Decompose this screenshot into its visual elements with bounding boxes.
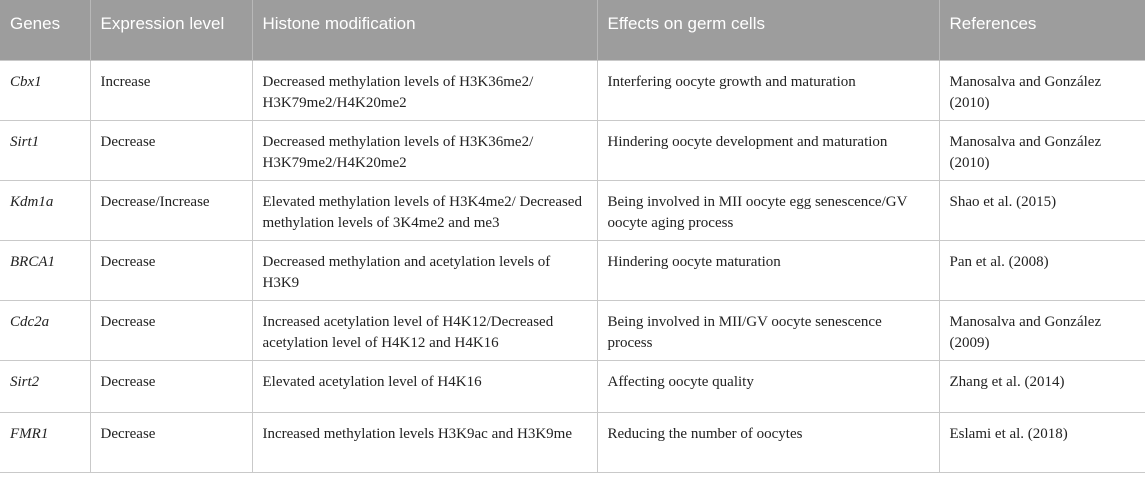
effects-cell: Reducing the number of oocytes: [596, 411, 939, 473]
table-body: Cbx1 Increase Decreased methylation leve…: [0, 59, 1145, 473]
histone-cell: Elevated methylation levels of H3K4me2/ …: [251, 179, 597, 240]
effects-cell: Being involved in MII/GV oocyte senescen…: [596, 299, 939, 360]
histone-cell: Increased acetylation level of H4K12/Dec…: [251, 299, 597, 360]
histone-cell: Decreased methylation levels of H3K36me2…: [251, 59, 597, 120]
reference-cell: Manosalva and González (2010): [938, 119, 1145, 180]
header-expression-level: Expression level: [89, 0, 252, 60]
table-row: Cdc2a Decrease Increased acetylation lev…: [0, 299, 1145, 360]
gene-cell: Sirt1: [0, 119, 90, 180]
expression-cell: Decrease/Increase: [89, 179, 252, 240]
gene-cell: Sirt2: [0, 359, 90, 412]
expression-cell: Decrease: [89, 119, 252, 180]
reference-cell: Zhang et al. (2014): [938, 359, 1145, 412]
reference-cell: Eslami et al. (2018): [938, 411, 1145, 473]
gene-cell: Kdm1a: [0, 179, 90, 240]
expression-cell: Decrease: [89, 239, 252, 300]
effects-cell: Being involved in MII oocyte egg senesce…: [596, 179, 939, 240]
histone-cell: Decreased methylation levels of H3K36me2…: [251, 119, 597, 180]
header-genes: Genes: [0, 0, 90, 60]
table-row: FMR1 Decrease Increased methylation leve…: [0, 411, 1145, 473]
reference-cell: Pan et al. (2008): [938, 239, 1145, 300]
gene-cell: BRCA1: [0, 239, 90, 300]
effects-cell: Hindering oocyte development and maturat…: [596, 119, 939, 180]
expression-cell: Decrease: [89, 299, 252, 360]
gene-cell: Cdc2a: [0, 299, 90, 360]
table-row: Sirt2 Decrease Elevated acetylation leve…: [0, 359, 1145, 412]
header-references: References: [938, 0, 1145, 60]
histone-cell: Decreased methylation and acetylation le…: [251, 239, 597, 300]
table-row: Cbx1 Increase Decreased methylation leve…: [0, 59, 1145, 120]
table-row: Sirt1 Decrease Decreased methylation lev…: [0, 119, 1145, 180]
gene-cell: Cbx1: [0, 59, 90, 120]
effects-cell: Affecting oocyte quality: [596, 359, 939, 412]
header-effects-on-germ-cells: Effects on germ cells: [596, 0, 939, 60]
expression-cell: Decrease: [89, 411, 252, 473]
table-row: Kdm1a Decrease/Increase Elevated methyla…: [0, 179, 1145, 240]
expression-cell: Increase: [89, 59, 252, 120]
histone-cell: Elevated acetylation level of H4K16: [251, 359, 597, 412]
table-header: Genes Expression level Histone modificat…: [0, 0, 1145, 60]
histone-cell: Increased methylation levels H3K9ac and …: [251, 411, 597, 473]
reference-cell: Manosalva and González (2010): [938, 59, 1145, 120]
header-histone-modification: Histone modification: [251, 0, 597, 60]
table-row: BRCA1 Decrease Decreased methylation and…: [0, 239, 1145, 300]
reference-cell: Shao et al. (2015): [938, 179, 1145, 240]
gene-cell: FMR1: [0, 411, 90, 473]
header-row: Genes Expression level Histone modificat…: [0, 0, 1145, 60]
effects-cell: Hindering oocyte maturation: [596, 239, 939, 300]
effects-cell: Interfering oocyte growth and maturation: [596, 59, 939, 120]
expression-cell: Decrease: [89, 359, 252, 412]
reference-cell: Manosalva and González (2009): [938, 299, 1145, 360]
